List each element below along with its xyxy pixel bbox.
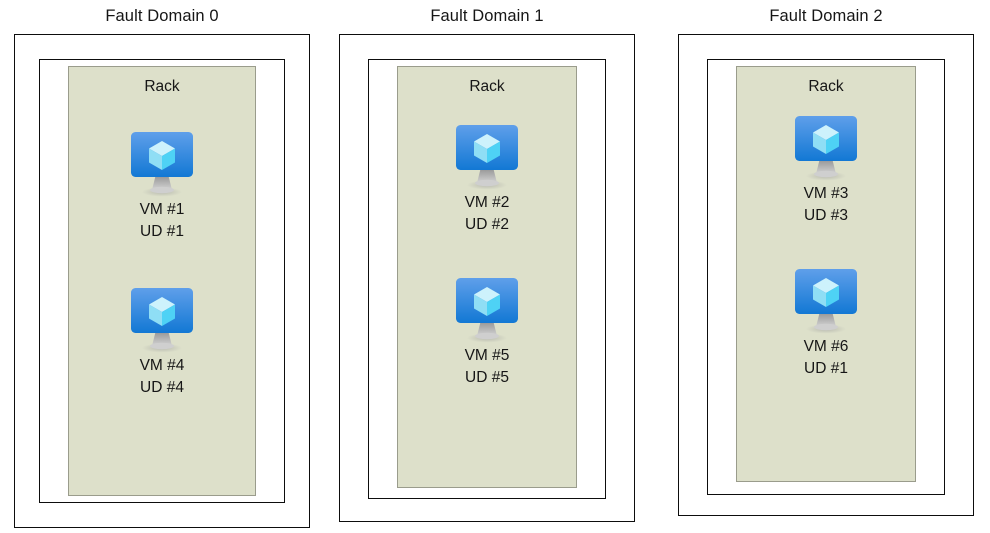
virtual-machine-icon [123,282,201,354]
fault-domain-outer-box: Rack [678,34,974,516]
vm-label-group: VM #3 UD #3 [804,183,849,227]
fault-domain-middle-box: Rack [368,59,606,499]
vm-unit[interactable]: VM #4 UD #4 [69,282,255,399]
vm-update-domain: UD #2 [465,216,509,233]
rack-label: Rack [469,78,505,95]
rack-label: Rack [144,78,180,95]
fault-domain-title: Fault Domain 2 [769,7,883,25]
vm-update-domain: UD #1 [804,360,848,377]
vm-unit[interactable]: VM #3 UD #3 [737,110,915,227]
rack-label: Rack [808,78,844,95]
rack-box: Rack [68,66,256,496]
vm-name: VM #2 [464,194,510,211]
fault-domain-title: Fault Domain 1 [430,7,544,25]
fault-domain-outer-box: Rack [14,34,310,528]
fault-domain-middle-box: Rack [39,59,285,503]
vm-label-group: VM #2 UD #2 [465,192,510,236]
vm-update-domain: UD #4 [140,379,184,396]
fault-domain-title: Fault Domain 0 [105,7,219,25]
vm-label-group: VM #6 UD #1 [804,336,849,380]
fault-domain-panel-2: Fault Domain 2 Rack [678,0,974,533]
vm-name: VM #1 [139,201,185,218]
vm-unit[interactable]: VM #2 UD #2 [398,119,576,236]
vm-name: VM #6 [803,338,849,355]
vm-update-domain: UD #1 [140,223,184,240]
fault-domain-panel-0: Fault Domain 0 Rack [14,0,310,533]
vm-unit[interactable]: VM #1 UD #1 [69,126,255,243]
virtual-machine-icon [448,272,526,344]
virtual-machine-icon [787,110,865,182]
fault-domain-outer-box: Rack [339,34,635,522]
fault-domain-panel-1: Fault Domain 1 Rack [339,0,635,533]
vm-label-group: VM #1 UD #1 [140,199,185,243]
vm-unit[interactable]: VM #6 UD #1 [737,263,915,380]
vm-update-domain: UD #5 [465,369,509,386]
vm-label-group: VM #5 UD #5 [465,345,510,389]
fault-domain-middle-box: Rack [707,59,945,495]
vm-name: VM #4 [139,357,185,374]
rack-box: Rack [736,66,916,482]
vm-label-group: VM #4 UD #4 [140,355,185,399]
rack-box: Rack [397,66,577,488]
vm-update-domain: UD #3 [804,207,848,224]
virtual-machine-icon [448,119,526,191]
vm-name: VM #3 [803,185,849,202]
virtual-machine-icon [123,126,201,198]
vm-unit[interactable]: VM #5 UD #5 [398,272,576,389]
vm-name: VM #5 [464,347,510,364]
virtual-machine-icon [787,263,865,335]
